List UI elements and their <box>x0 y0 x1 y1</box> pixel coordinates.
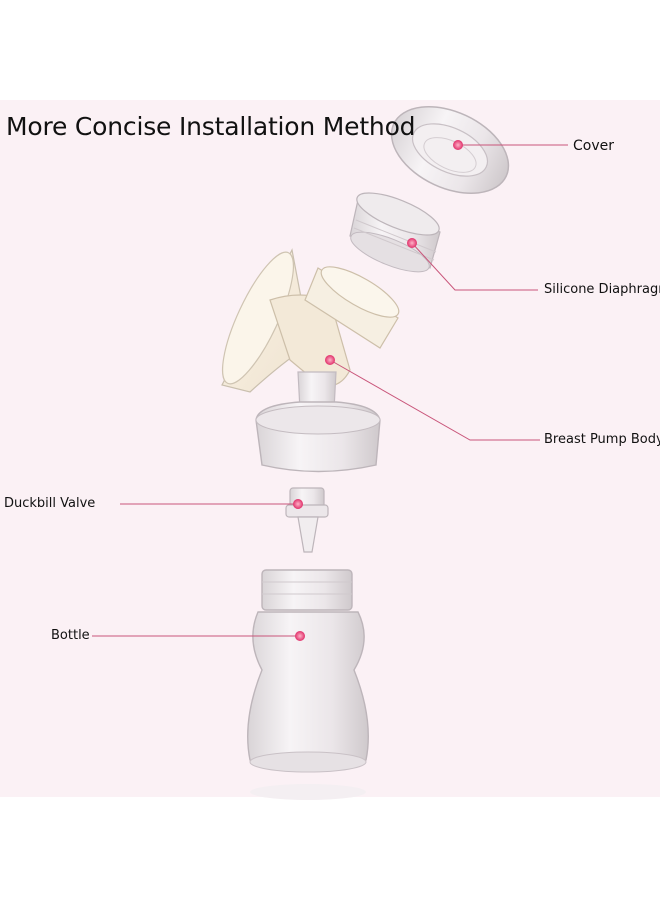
leader-line-breast-pump-body <box>329 359 540 441</box>
leader-line-silicone-diaphragm <box>411 242 538 291</box>
label-breast-pump-body: Breast Pump Body <box>544 432 660 447</box>
label-bottle: Bottle <box>51 628 90 643</box>
bottle-part <box>247 569 369 800</box>
marker-dot-breast-pump-body <box>325 355 335 365</box>
marker-dots <box>293 140 463 641</box>
breast-pump-body-part <box>221 248 400 473</box>
label-silicone-diaphragm: Silicone Diaphragm <box>544 282 660 297</box>
silicone-diaphragm-part <box>349 192 441 273</box>
duckbill-valve-part <box>285 487 329 553</box>
diagram-title: More Concise Installation Method <box>6 112 416 141</box>
marker-dot-silicone-diaphragm <box>407 238 417 248</box>
label-duckbill-valve: Duckbill Valve <box>4 496 96 511</box>
marker-dot-cover <box>453 140 463 150</box>
marker-dot-duckbill-valve <box>293 499 303 509</box>
leader-lines <box>92 144 568 637</box>
cover-part <box>390 105 510 195</box>
marker-dot-bottle <box>295 631 305 641</box>
label-cover: Cover <box>573 138 614 154</box>
